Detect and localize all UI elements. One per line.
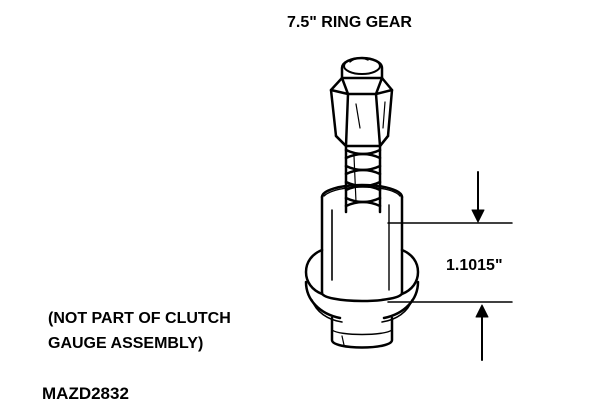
dimension-value-label: 1.1015" — [446, 257, 503, 274]
dimension-arrow-bottom — [475, 304, 489, 361]
figure-id-label: MAZD2832 — [42, 384, 129, 403]
base-flange — [304, 248, 420, 323]
bottom-stub — [330, 316, 394, 349]
note-label-line-1: (NOT PART OF CLUTCH — [48, 310, 231, 327]
hex-nut — [329, 76, 394, 148]
note-label-line-2: GAUGE ASSEMBLY) — [48, 335, 204, 352]
threaded-shaft — [344, 144, 382, 214]
gauge-cylinder — [320, 183, 404, 303]
dimension-arrow-top — [471, 171, 485, 223]
diagram-title-label: 7.5" RING GEAR — [287, 14, 412, 31]
top-pin — [340, 56, 384, 84]
